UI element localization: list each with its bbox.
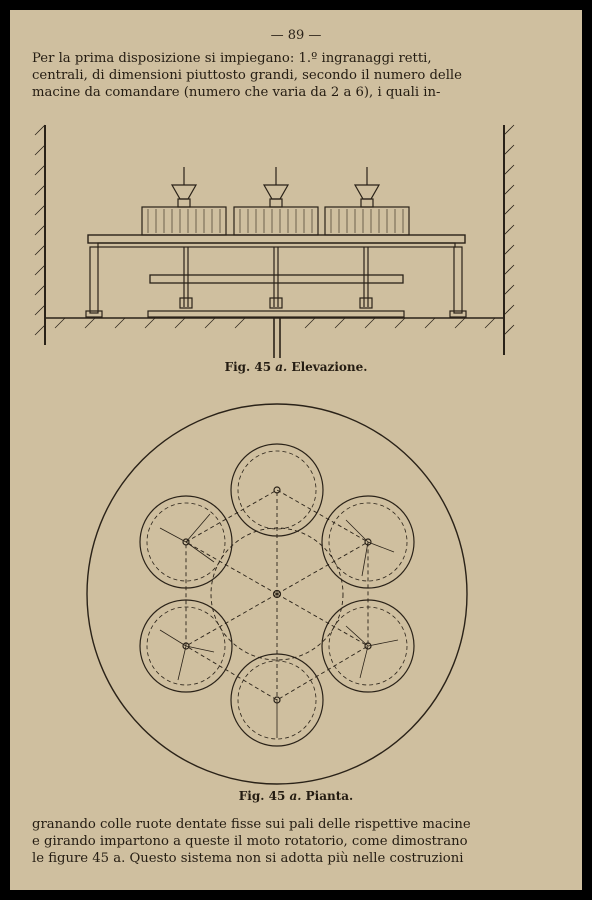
book-page: — 89 — Per la prima disposizione si impi… — [10, 10, 582, 890]
text-line: le figure 45 a. Questo sistema non si ad… — [32, 851, 464, 866]
text-line: e girando impartono a queste il moto rot… — [32, 834, 468, 849]
plan-figure — [86, 403, 468, 785]
text-line: centrali, di dimensioni piuttosto grandi… — [32, 68, 462, 83]
elevation-figure — [34, 124, 515, 358]
figure-caption-elevation: Fig. 45 a. Elevazione. — [10, 360, 582, 374]
page-number: — 89 — — [270, 28, 322, 43]
figure-title: Elevazione. — [291, 360, 368, 374]
figure-letter: a. — [275, 360, 288, 374]
text-line: granando colle ruote dentate fisse sui p… — [32, 817, 471, 832]
figure-label: Fig. 45 — [238, 789, 286, 803]
figure-caption-plan: Fig. 45 a. Pianta. — [10, 789, 582, 803]
text-line: Per la prima disposizione si impiegano: … — [32, 51, 432, 66]
figure-title: Pianta. — [305, 789, 354, 803]
text-line: macine da comandare (numero che varia da… — [32, 85, 441, 100]
bottom-paragraph: granando colle ruote dentate fisse sui p… — [32, 816, 562, 867]
figure-letter: a. — [289, 789, 302, 803]
top-paragraph: Per la prima disposizione si impiegano: … — [32, 50, 562, 101]
figure-label: Fig. 45 — [224, 360, 272, 374]
